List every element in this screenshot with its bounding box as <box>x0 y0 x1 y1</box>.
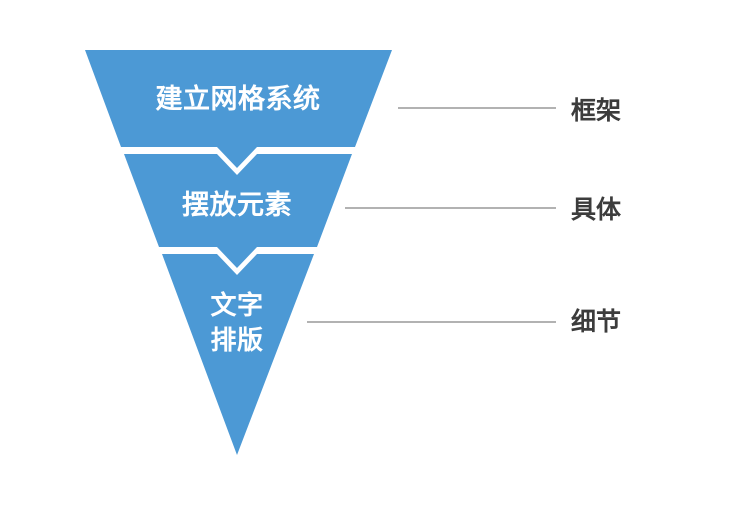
funnel-sections <box>85 50 392 455</box>
funnel-section-1-shape <box>85 50 392 168</box>
side-label-2: 具体 <box>571 196 622 224</box>
section-2-title: 摆放元素 <box>182 189 292 220</box>
side-labels: 框架 具体 细节 <box>571 97 622 336</box>
funnel-section-2-shape <box>124 154 352 268</box>
side-label-1: 框架 <box>571 97 621 125</box>
section-3-title-line-1: 文字 <box>210 290 263 320</box>
funnel-section-3-shape <box>162 254 314 455</box>
funnel-section-titles: 建立网格系统 摆放元素 文字 排版 <box>156 83 321 355</box>
section-1-title: 建立网格系统 <box>156 83 321 114</box>
section-3-title-line-2: 排版 <box>210 325 263 355</box>
side-label-3: 细节 <box>571 307 621 336</box>
connector-lines <box>307 107 556 323</box>
